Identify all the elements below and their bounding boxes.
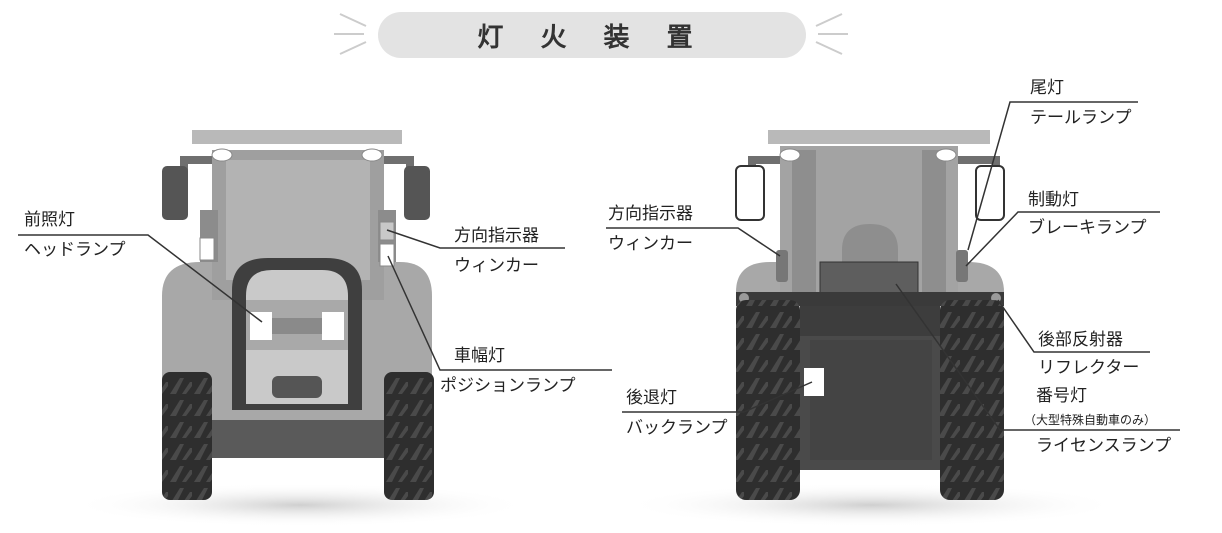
label-headlamp-sub: ヘッドランプ (24, 240, 126, 260)
line-license (895, 283, 1180, 431)
line-tail (967, 101, 1138, 251)
leader-lines (18, 101, 1180, 431)
line-front-turn (386, 229, 565, 249)
rear-tractor (622, 130, 1122, 527)
page-title: 灯 火 装 置 (477, 22, 707, 53)
title-rays-right (815, 13, 848, 55)
front-tractor (70, 130, 530, 527)
line-front-position (387, 255, 612, 371)
rear-shadow (622, 483, 1122, 527)
label-tail-name: 尾灯 (1030, 78, 1064, 98)
label-front-turn-sub: ウィンカー (454, 256, 539, 276)
label-rear-turn-sub: ウィンカー (608, 234, 693, 254)
label-license-sub: ライセンスランプ (1036, 436, 1172, 456)
label-front-turn-name: 方向指示器 (454, 226, 539, 246)
front-shadow (70, 483, 530, 527)
label-position-sub: ポジションランプ (440, 376, 576, 396)
label-license-note: （大型特殊自動車のみ） (1024, 413, 1157, 427)
label-brake-name: 制動灯 (1028, 190, 1079, 210)
label-position-name: 車幅灯 (454, 346, 505, 366)
label-license-name: 番号灯 (1036, 386, 1087, 406)
label-reflector-sub: リフレクター (1038, 358, 1140, 378)
line-brake (965, 211, 1160, 267)
label-tail-sub: テールランプ (1030, 108, 1132, 128)
line-reflector (997, 299, 1150, 353)
label-rear-turn-name: 方向指示器 (608, 204, 693, 224)
label-headlamp-name: 前照灯 (24, 210, 75, 230)
title-banner: 灯 火 装 置 (378, 12, 806, 58)
label-reverse-sub: バックランプ (626, 418, 728, 438)
label-brake-sub: ブレーキランプ (1028, 218, 1147, 238)
line-reverse (622, 381, 813, 413)
label-reflector-name: 後部反射器 (1038, 330, 1123, 350)
line-rear-turn (606, 227, 781, 257)
line-headlamp (18, 234, 263, 323)
label-reverse-name: 後退灯 (626, 388, 677, 408)
title-rays-left (334, 13, 367, 55)
